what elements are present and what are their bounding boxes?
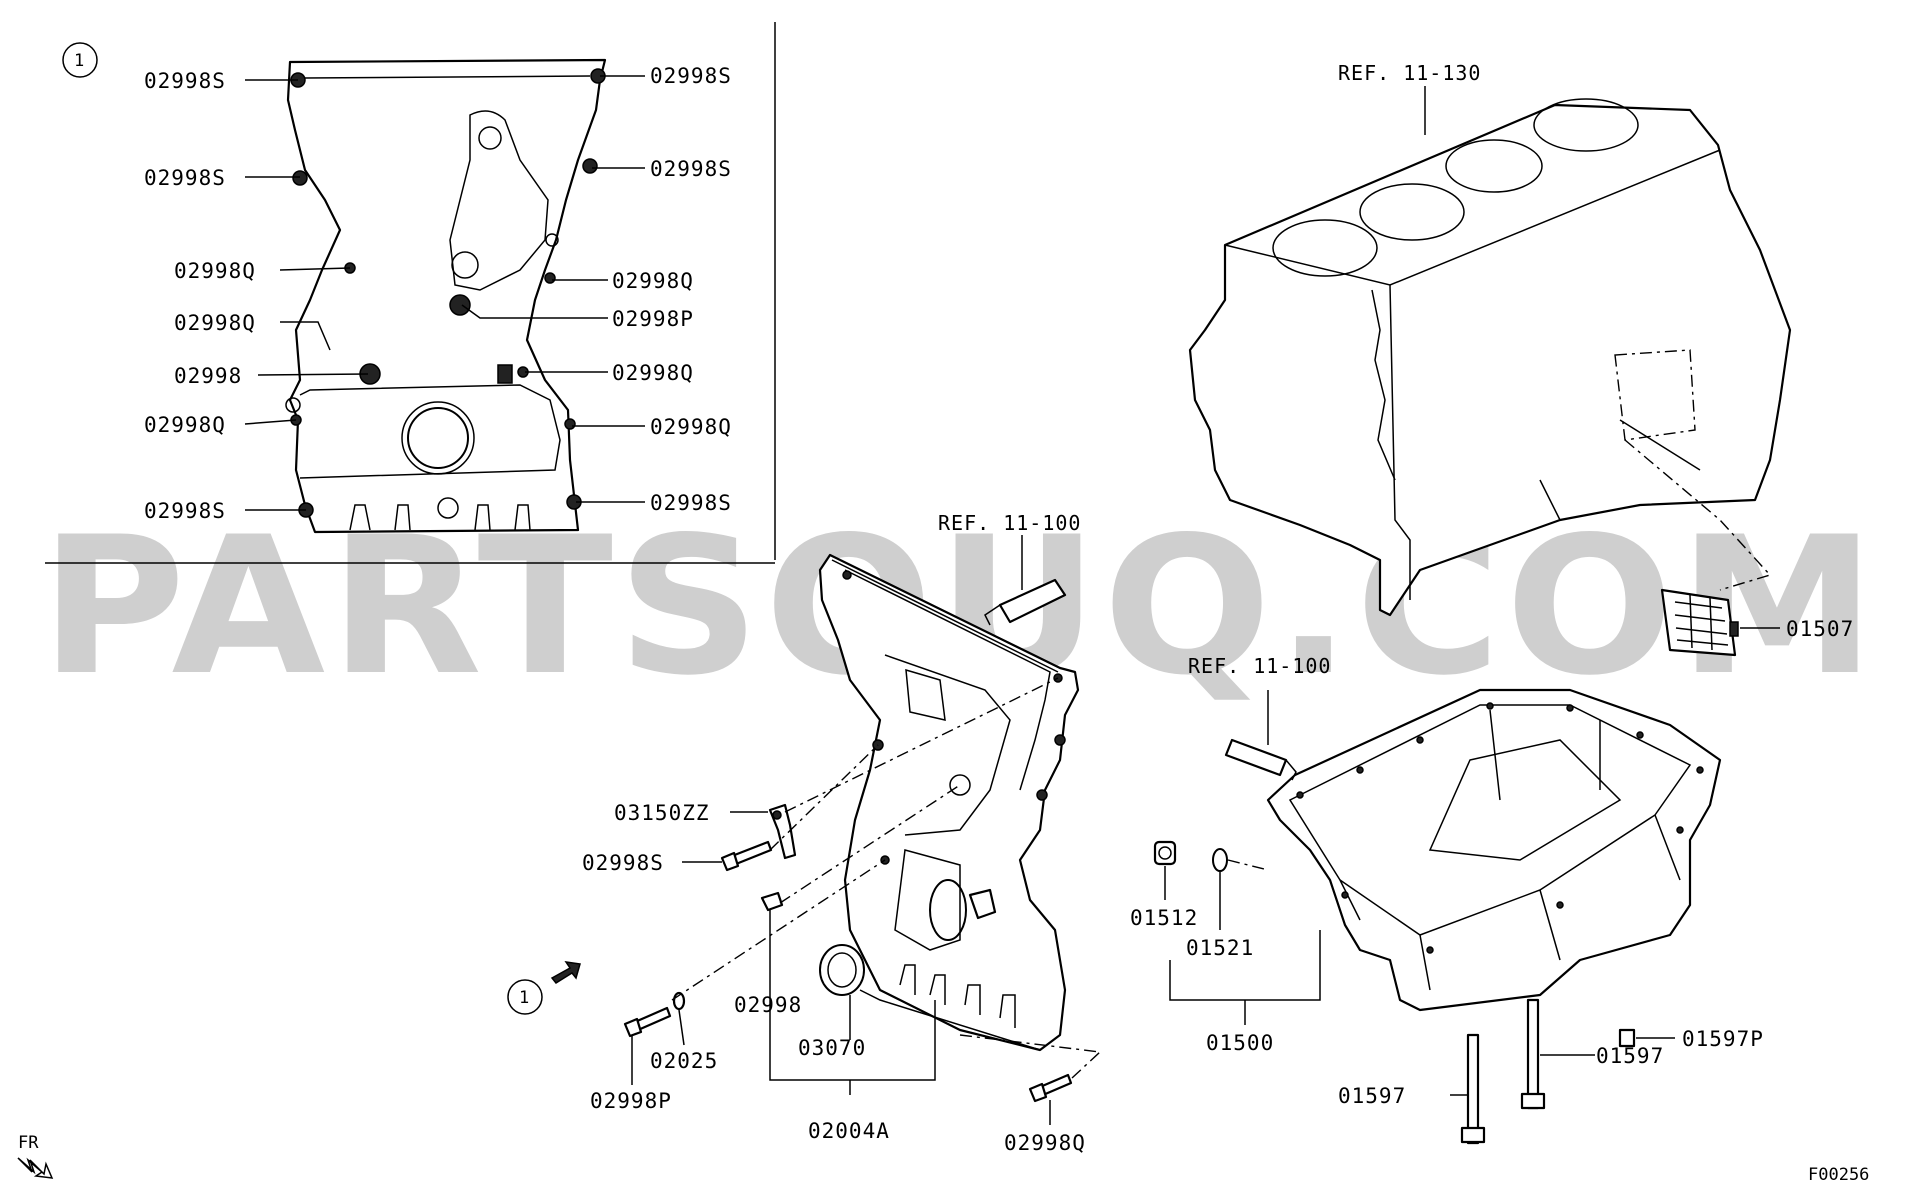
- inset-leaders: [244, 75, 645, 511]
- label-strainer: 01507: [1786, 617, 1854, 641]
- sealant-tube-pan: [1224, 690, 1297, 781]
- label-gasket: 01521: [1186, 936, 1254, 960]
- inset-label-l6: 02998Q: [144, 413, 226, 437]
- bolt-01597p: [1618, 1028, 1636, 1048]
- inset-label-r6: 02998Q: [650, 415, 732, 439]
- label-bolt-02998s: 02998S: [582, 851, 664, 875]
- bolt-02998: [760, 891, 784, 912]
- cover-leaders: [631, 811, 1051, 1125]
- label-bolt-02998q: 02998Q: [1004, 1131, 1086, 1155]
- pan-labels: 01507 01512 01521 01500 01597P 01597 015…: [1130, 617, 1854, 1108]
- label-bracket: 03150ZZ: [614, 801, 710, 825]
- cover-inset-marker-label: 1: [519, 988, 529, 1008]
- inset-label-l3: 02998Q: [174, 259, 256, 283]
- bolt-02998s: [720, 840, 773, 872]
- cover-inset-marker: 1: [507, 961, 581, 1015]
- crank-oil-seal: [819, 944, 865, 996]
- inset-marker-label: 1: [74, 51, 84, 71]
- drain-plug: [1153, 840, 1177, 866]
- bracket-part: [768, 803, 797, 860]
- bolt-01597-long-a: [1460, 1033, 1486, 1145]
- oil-pan: [1266, 688, 1722, 1012]
- label-drain-plug: 01512: [1130, 906, 1198, 930]
- drain-gasket: [1212, 848, 1228, 872]
- inset-label-r7: 02998S: [650, 491, 732, 515]
- inset-timing-cover: [285, 58, 607, 534]
- inset-label-l7: 02998S: [144, 499, 226, 523]
- bolt-01597-long-b: [1520, 998, 1546, 1110]
- ref-sealant-pan-label: REF. 11-100: [1188, 654, 1331, 678]
- inset-label-r3: 02998Q: [612, 269, 694, 293]
- inset-label-l1: 02998S: [144, 69, 226, 93]
- alignment-lines: [671, 677, 1269, 1079]
- inset-marker: 1: [62, 42, 98, 78]
- inset-label-l5: 02998: [174, 364, 242, 388]
- ref-block-label: REF. 11-130: [1338, 61, 1481, 85]
- label-bolt-01597-b: 01597: [1596, 1044, 1664, 1068]
- label-pan-assy: 01500: [1206, 1031, 1274, 1055]
- bolt-02998q: [1028, 1073, 1073, 1103]
- inset-label-r5: 02998Q: [612, 361, 694, 385]
- label-bolt-02998: 02998: [734, 993, 802, 1017]
- label-bolt-01597p: 01597P: [1682, 1027, 1764, 1051]
- figure-code: F00256: [1808, 1165, 1869, 1185]
- pan-leaders: [1164, 866, 1675, 1096]
- front-arrow-icon: [17, 1157, 54, 1179]
- inset-label-r2: 02998S: [650, 157, 732, 181]
- label-seal: 03070: [798, 1036, 866, 1060]
- bolt-02998p: [623, 1006, 672, 1038]
- inset-label-r1: 02998S: [650, 64, 732, 88]
- label-bolt-02998p: 02998P: [590, 1089, 672, 1113]
- label-washer: 02025: [650, 1049, 718, 1073]
- inset-labels: 02998S 02998S 02998Q 02998Q 02998 02998Q…: [144, 64, 732, 523]
- oil-strainer: [1660, 588, 1739, 657]
- cover-labels: 03150ZZ 02998S 02998 03070 02004A 02025 …: [582, 801, 1086, 1155]
- front-direction-indicator: FR: [17, 1133, 54, 1179]
- label-cover-assy: 02004A: [808, 1119, 890, 1143]
- cylinder-block: [1188, 98, 1792, 617]
- inset-label-r4: 02998P: [612, 307, 694, 331]
- inset-label-l4: 02998Q: [174, 311, 256, 335]
- inset-label-l2: 02998S: [144, 166, 226, 190]
- timing-chain-cover: [818, 553, 1080, 1052]
- inset-frame: [45, 22, 776, 564]
- sealant-tube-cover: [984, 535, 1067, 626]
- ref-sealant-cover-label: REF. 11-100: [938, 511, 1081, 535]
- label-bolt-01597-a: 01597: [1338, 1084, 1406, 1108]
- front-direction-label: FR: [18, 1133, 39, 1153]
